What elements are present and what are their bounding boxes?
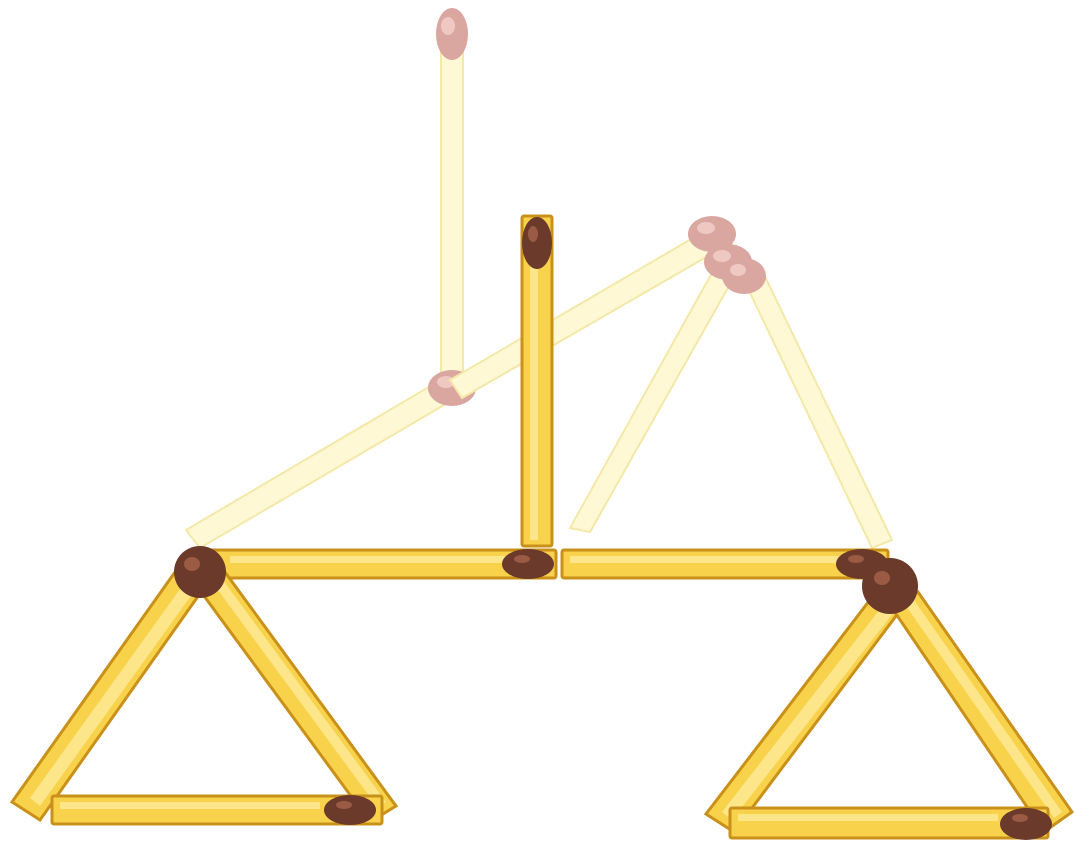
match-left-pan-right-side[interactable]	[196, 568, 396, 822]
match-beam-right[interactable]	[562, 549, 888, 579]
match-beam-left[interactable]	[200, 549, 556, 579]
solid-matches	[12, 216, 1072, 840]
ghost-match-diagonal-mid[interactable]	[570, 244, 752, 532]
match-right-pan-right-side[interactable]	[892, 592, 1072, 832]
ghost-match-vertical[interactable]	[436, 8, 468, 390]
match-vertical-center[interactable]	[522, 216, 552, 546]
match-right-pan-left-side[interactable]	[706, 592, 902, 832]
left-pan-triangle	[12, 546, 396, 825]
match-left-pan-left-side[interactable]	[12, 565, 206, 820]
ghost-match-diagonal-right[interactable]	[722, 258, 892, 548]
match-left-pan-apex-head	[174, 546, 226, 598]
match-left-pan-bottom[interactable]	[52, 795, 382, 825]
ghost-match-diagonal-left[interactable]	[186, 370, 476, 548]
right-pan-triangle	[706, 558, 1072, 840]
match-right-pan-apex-head	[862, 558, 918, 614]
match-right-pan-bottom[interactable]	[730, 808, 1052, 840]
